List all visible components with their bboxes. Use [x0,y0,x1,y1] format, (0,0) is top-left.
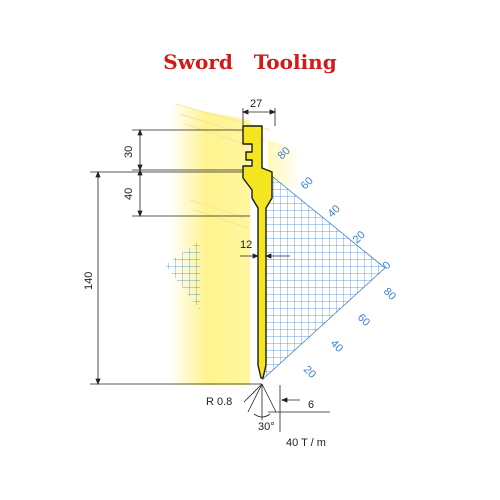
dimension-height-neck-label: 40 [123,188,135,200]
grid-label: 60 [355,312,372,329]
grid-label: 40 [326,203,343,220]
dimension-height-upper-label: 30 [123,146,135,158]
grid-labels-upper: 80 60 40 20 0 [276,145,394,272]
dimension-width-top-label: 27 [250,98,262,110]
grid-label: 80 [381,286,398,303]
dimension-height-upper [132,128,243,172]
grid-label: 60 [299,175,316,192]
grid-label: 20 [301,364,318,381]
tip-radius-label: R 0.8 [206,396,232,408]
dimension-height-total-label: 140 [83,272,95,290]
working-grid [261,167,386,381]
grid-label: 40 [328,338,345,355]
tip-detail-lines [243,383,330,432]
tip-angle-label: 30° [258,421,275,433]
dimension-height-total [90,170,262,386]
page-title: Sword Tooling [163,50,337,74]
dimension-width-top [241,108,277,126]
tool-profile [242,125,273,379]
dimension-blade-width [240,250,290,266]
dimension-height-neck [132,168,250,218]
dimension-blade-width-label: 12 [240,239,252,251]
load-rating-label: 40 T / m [286,437,326,449]
die-opening-label: 6 [308,399,314,411]
